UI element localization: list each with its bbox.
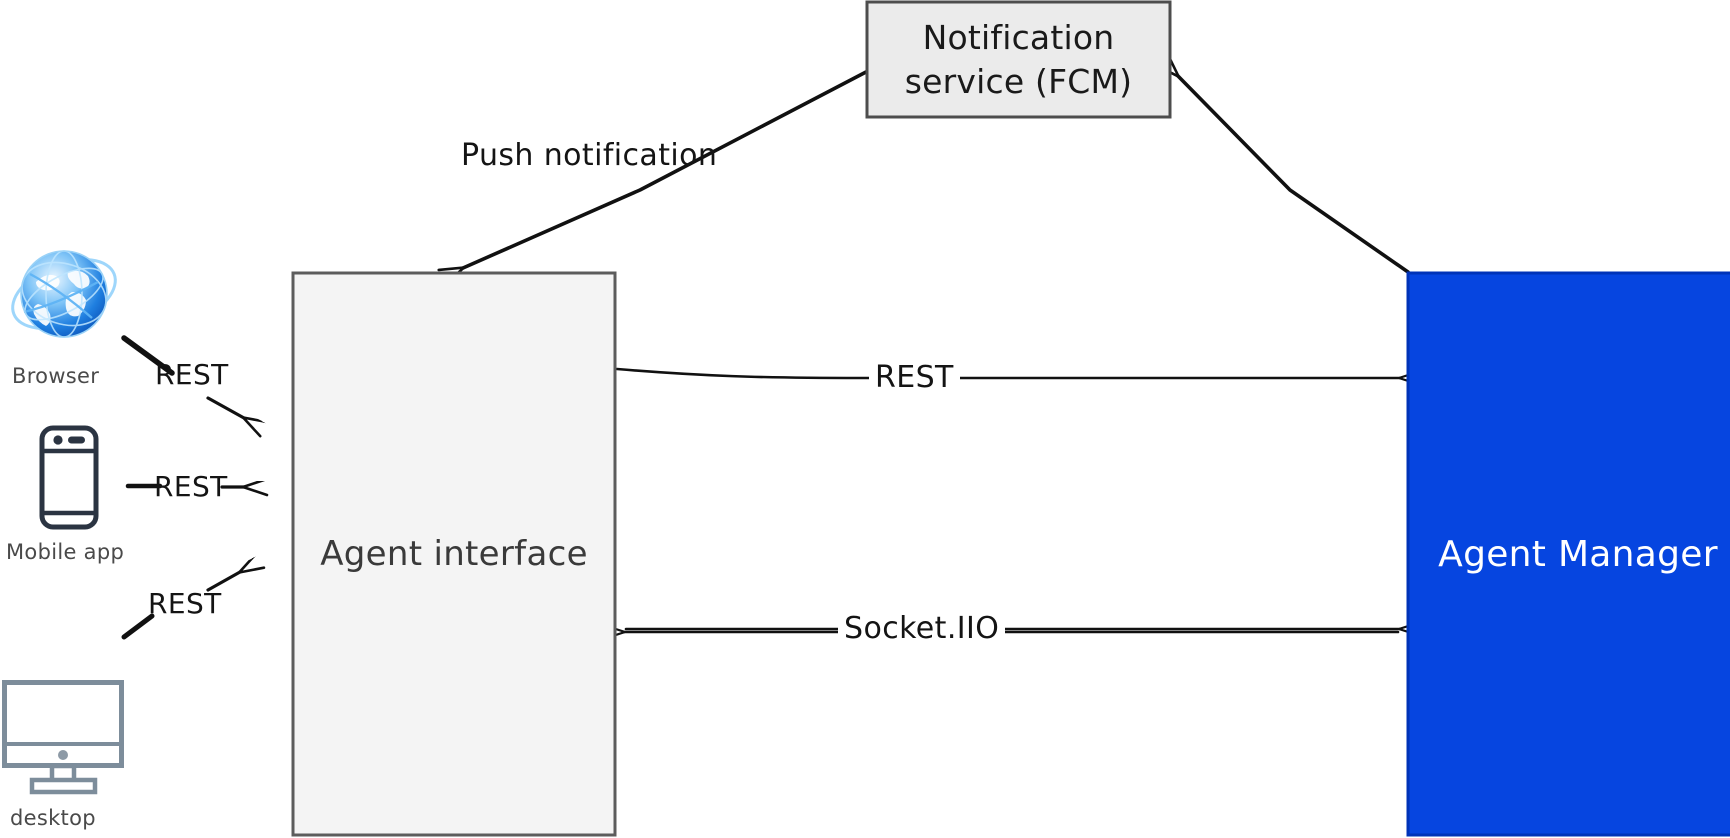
- edge-socketio: [624, 629, 1400, 632]
- edge-label-socketio: Socket.IIO: [838, 611, 1006, 646]
- desktop-icon-wrap[interactable]: [2, 680, 126, 796]
- edge-rest-browser: [121, 335, 244, 418]
- edge-rest-mobile: [125, 486, 244, 487]
- desktop-caption: desktop: [10, 806, 96, 830]
- edge-label-rest-desktop: REST: [148, 587, 222, 620]
- edge-label-push-notification: Push notification: [461, 138, 718, 173]
- browser-icon-wrap[interactable]: [8, 238, 120, 350]
- edge-rest-interface-manager: [615, 367, 1400, 378]
- edge-label-rest-mobile: REST: [154, 470, 228, 503]
- mobile-caption: Mobile app: [6, 540, 125, 564]
- node-agent-manager-box[interactable]: [1406, 271, 1730, 837]
- desktop-monitor-icon: [2, 680, 124, 795]
- node-agent-interface-box[interactable]: [291, 271, 617, 837]
- node-fcm-box[interactable]: [865, 0, 1172, 119]
- globe-icon: [11, 250, 117, 338]
- browser-caption: Browser: [12, 364, 100, 388]
- edge-push-notification: [463, 70, 868, 268]
- edge-label-rest-browser: REST: [155, 358, 229, 391]
- mobile-icon-wrap[interactable]: [38, 425, 100, 530]
- edge-manager-to-fcm: [1178, 76, 1410, 274]
- edge-label-rest-interface-manager: REST: [869, 360, 960, 395]
- smartphone-icon: [39, 425, 99, 530]
- edge-rest-desktop: [121, 572, 240, 640]
